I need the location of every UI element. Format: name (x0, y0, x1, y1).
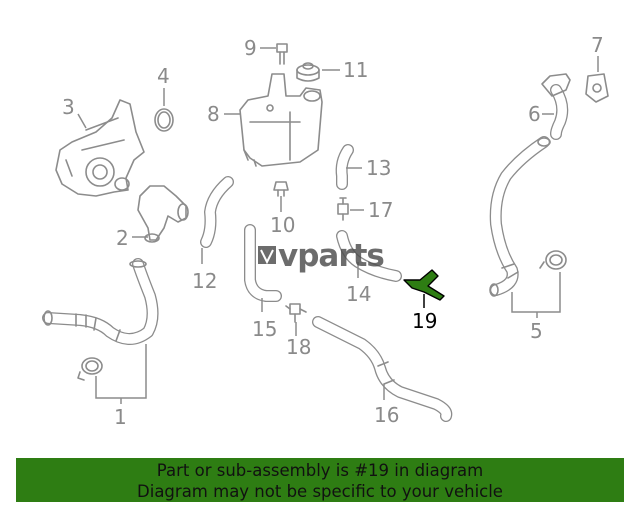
part-10-fitting (273, 181, 289, 197)
callout-2: 2 (116, 226, 129, 250)
callout-16: 16 (374, 403, 399, 427)
banner-line-1: Part or sub-assembly is #19 in diagram (156, 461, 484, 480)
callout-19: 19 (412, 309, 437, 333)
leader-5 (511, 272, 561, 313)
watermark-text: vparts (278, 238, 385, 274)
part-12-hose (200, 176, 234, 248)
callout-9: 9 (244, 36, 257, 60)
callout-17: 17 (368, 198, 393, 222)
part-13-hose (335, 144, 354, 190)
callout-3: 3 (62, 95, 75, 119)
part-6-elbow (541, 73, 571, 140)
callout-12: 12 (192, 269, 217, 293)
part-3-pump-housing (55, 99, 145, 197)
callout-11: 11 (343, 58, 368, 82)
part-11-cap (296, 62, 320, 82)
callout-6: 6 (528, 102, 541, 126)
info-banner: Part or sub-assembly is #19 in diagram D… (16, 458, 624, 502)
callout-13: 13 (366, 156, 391, 180)
part-9-bolt (276, 43, 288, 65)
leader-1 (95, 344, 147, 399)
part-17-connector (337, 197, 349, 221)
callout-14: 14 (346, 282, 371, 306)
part-5-hose (489, 136, 567, 297)
callout-18: 18 (286, 335, 311, 359)
watermark-logo-mark (258, 246, 276, 265)
callout-15: 15 (252, 317, 277, 341)
callout-10: 10 (270, 213, 295, 237)
leader-3 (77, 113, 87, 129)
callout-8: 8 (207, 102, 220, 126)
callout-1: 1 (114, 405, 127, 429)
part-1-hose (42, 258, 159, 381)
part-4-oring (154, 108, 174, 132)
part-19-bracket (403, 269, 445, 301)
watermark-label: vparts (278, 238, 385, 274)
banner-line-2: Diagram may not be specific to your vehi… (137, 482, 503, 501)
part-16-pipe (312, 316, 453, 422)
callout-4: 4 (157, 64, 170, 88)
part-15-hose (244, 224, 282, 302)
callout-7: 7 (591, 33, 604, 57)
part-18-valve (285, 303, 307, 323)
part-2-outlet (137, 185, 189, 243)
part-7-gasket (585, 73, 609, 103)
callout-5: 5 (530, 319, 543, 343)
part-8-reservoir (239, 73, 323, 167)
